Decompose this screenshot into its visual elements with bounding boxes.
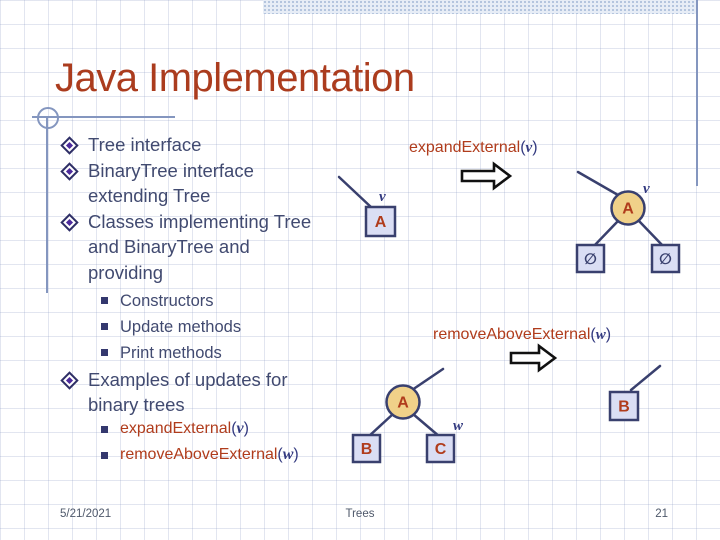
- node-label: A: [622, 201, 634, 218]
- operation-arg: w: [595, 327, 606, 343]
- list-line-binarytree-interface: BinaryTree interface: [88, 160, 254, 181]
- close-paren: ): [293, 446, 299, 463]
- list-line-constructors: Constructors: [120, 292, 214, 310]
- square-bullet-icon: [101, 452, 108, 459]
- open-paren: (: [520, 139, 526, 156]
- tree-before-remove: A B C w: [351, 367, 464, 464]
- square-bullet-icon: [101, 323, 108, 330]
- expand-external-label: expandExternal(v): [409, 139, 538, 157]
- external-node-square: [425, 433, 456, 464]
- list-line-expand-external: expandExternal(v): [120, 420, 249, 438]
- parent-edge: [629, 364, 662, 392]
- parent-edge: [576, 170, 620, 197]
- parent-edge: [410, 367, 445, 392]
- circle-ornament-icon: [37, 107, 59, 129]
- node-label: C: [435, 441, 447, 458]
- tree-after-remove: B: [608, 364, 662, 422]
- node-label: A: [375, 214, 387, 231]
- open-paren: (: [277, 446, 283, 463]
- tree-before-expand: A v: [337, 175, 397, 238]
- method-arg: v: [236, 420, 244, 437]
- node-label: A: [397, 395, 409, 412]
- remove-arrow: [509, 343, 558, 373]
- right-arrow-icon: [460, 161, 513, 191]
- right-arrow-icon: [509, 343, 558, 373]
- external-node-square: [364, 205, 397, 238]
- left-child-edge: [591, 219, 620, 249]
- list-line-classes-implementing: Classes implementing Tree: [88, 211, 312, 232]
- list-line-and-binarytree: and BinaryTree and: [88, 236, 250, 257]
- list-line-extending-tree: extending Tree: [88, 185, 211, 206]
- left-vertical-line: [46, 117, 48, 293]
- remove-above-external-label: removeAboveExternal(w): [433, 326, 611, 344]
- position-label: w: [453, 418, 464, 434]
- external-node-square: [650, 243, 681, 274]
- position-label: v: [379, 189, 386, 205]
- node-label: B: [618, 399, 630, 416]
- close-paren: ): [243, 420, 249, 437]
- list-line-update-methods: Update methods: [120, 318, 242, 336]
- external-node-square: [608, 390, 640, 422]
- position-label: v: [643, 181, 650, 197]
- internal-node-circle: [610, 190, 646, 226]
- operation-name: expandExternal: [409, 139, 521, 156]
- open-paren: (: [590, 326, 596, 343]
- square-bullet-icon: [101, 426, 108, 433]
- external-node-square: [351, 433, 382, 464]
- method-arg: w: [282, 446, 294, 463]
- method-name: removeAboveExternal: [120, 446, 278, 463]
- method-name: expandExternal: [120, 420, 232, 437]
- empty-set-glyph: ∅: [659, 250, 672, 268]
- operation-arg: v: [525, 140, 533, 156]
- right-child-edge: [411, 412, 442, 439]
- external-node-square: [575, 243, 606, 274]
- footer-section-title: Trees: [345, 508, 375, 520]
- open-paren: (: [231, 420, 237, 437]
- close-paren: ): [532, 139, 538, 156]
- empty-set-glyph: ∅: [584, 250, 597, 268]
- operation-name: removeAboveExternal: [433, 326, 591, 343]
- list-line-tree-interface: Tree interface: [88, 134, 202, 155]
- list-line-binary-trees: binary trees: [88, 394, 185, 415]
- square-bullet-icon: [101, 349, 108, 356]
- list-line-remove-above-external: removeAboveExternal(w): [120, 446, 299, 464]
- footer-date: 5/21/2021: [60, 508, 112, 520]
- left-child-edge: [366, 412, 395, 439]
- square-bullet-icon: [101, 297, 108, 304]
- tree-after-expand: A v ∅ ∅: [575, 170, 681, 274]
- parent-edge: [337, 175, 374, 210]
- close-paren: ): [605, 326, 612, 343]
- title-underline: [32, 116, 175, 118]
- expand-arrow: [460, 161, 513, 191]
- top-band-decoration: [263, 0, 697, 14]
- list-line-providing: providing: [88, 262, 164, 283]
- internal-node-circle: [385, 384, 421, 420]
- page-title: Java Implementation: [55, 56, 415, 100]
- footer-page-number: 21: [655, 508, 668, 520]
- right-child-edge: [637, 219, 666, 249]
- list-line-examples-of-updates: Examples of updates for: [88, 369, 288, 390]
- node-label: B: [361, 441, 373, 458]
- list-line-print-methods: Print methods: [120, 344, 222, 362]
- right-vertical-line: [696, 0, 698, 186]
